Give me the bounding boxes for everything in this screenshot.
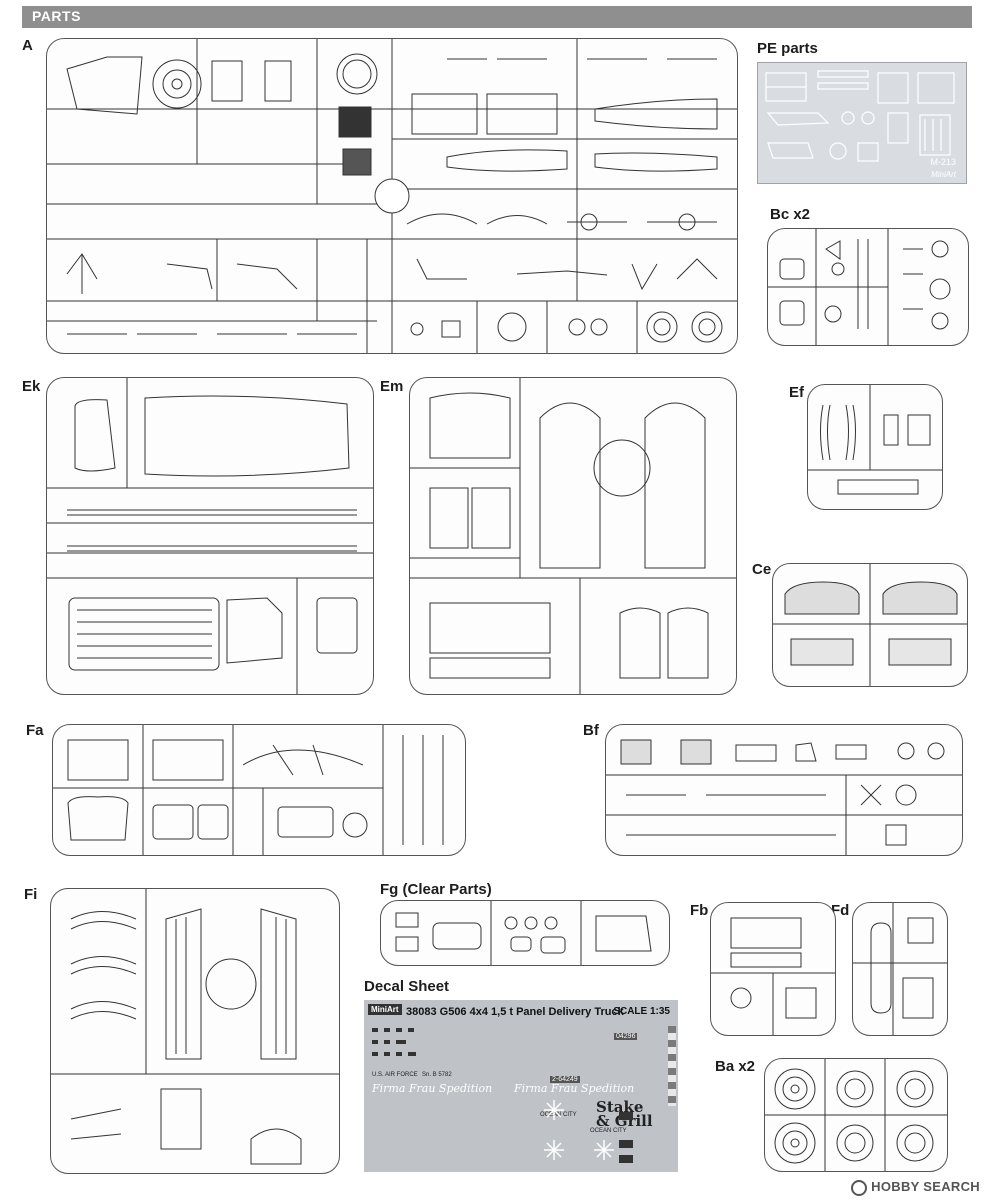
sprue-ef-drawing bbox=[808, 385, 942, 495]
decal-serial: Sn. B 5782 bbox=[422, 1072, 452, 1078]
sprue-fb-drawing bbox=[711, 917, 835, 1035]
label-sprue-fi: Fi bbox=[24, 886, 38, 903]
decal-ocean-city-2: OCEAN CITY bbox=[590, 1128, 627, 1134]
decal-sheet: MiniArt 38083 G506 4x4 1,5 t Panel Deliv… bbox=[364, 1000, 678, 1172]
label-sprue-em: Em bbox=[380, 378, 404, 395]
pe-fret-drawing bbox=[765, 70, 955, 162]
label-sprue-ba: Ba x2 bbox=[715, 1058, 756, 1075]
sprue-bf-drawing bbox=[606, 739, 962, 855]
decal-script-1: Firma Frau Spedition bbox=[372, 1082, 493, 1095]
sprue-bf-frame bbox=[605, 724, 963, 856]
sprue-em-drawing bbox=[410, 378, 736, 694]
sprue-bc-drawing bbox=[768, 229, 951, 345]
sprue-a-frame bbox=[46, 38, 738, 354]
sprue-ce-frame bbox=[772, 563, 968, 687]
decal-plate-2: 04296 bbox=[614, 1033, 638, 1040]
sprue-fg-drawing bbox=[395, 901, 652, 965]
sprue-ef-frame bbox=[807, 384, 943, 510]
label-sprue-bf: Bf bbox=[583, 722, 599, 739]
decal-stake: Stake bbox=[596, 1098, 644, 1116]
sprue-fa-frame bbox=[52, 724, 466, 856]
decal-title: 38083 G506 4x4 1,5 t Panel Delivery Truc… bbox=[406, 1006, 624, 1018]
sprue-ba-frame bbox=[764, 1058, 948, 1172]
parts-header-title: PARTS bbox=[32, 8, 81, 24]
sprue-ba-drawing bbox=[765, 1059, 947, 1171]
decal-script-2: Firma Frau Spedition bbox=[514, 1082, 635, 1095]
sprue-fa-drawing bbox=[53, 725, 444, 855]
label-decal-sheet: Decal Sheet bbox=[364, 978, 450, 995]
label-sprue-fa: Fa bbox=[26, 722, 44, 739]
label-sprue-ef: Ef bbox=[789, 384, 804, 401]
sprue-fd-frame bbox=[852, 902, 948, 1036]
decal-usaf: U.S. AIR FORCE bbox=[372, 1072, 418, 1078]
decal-grill: & Grill bbox=[596, 1112, 653, 1130]
sprue-em-frame bbox=[409, 377, 737, 695]
pe-brand: MiniArt bbox=[931, 170, 956, 179]
pe-fret: M-213 MiniArt bbox=[757, 62, 967, 184]
decal-color-ruler bbox=[668, 1026, 676, 1106]
label-sprue-fb: Fb bbox=[690, 902, 709, 919]
sprue-fg-frame bbox=[380, 900, 670, 966]
parts-header: PARTS bbox=[22, 6, 972, 28]
hobby-search-logo-icon bbox=[851, 1180, 868, 1196]
sprue-fb-frame bbox=[710, 902, 836, 1036]
sprue-ek-frame bbox=[46, 377, 374, 695]
sprue-fd-drawing bbox=[853, 903, 947, 1035]
pe-code: M-213 bbox=[930, 157, 956, 167]
label-sprue-a: A bbox=[22, 37, 33, 54]
watermark-text: HOBBY SEARCH bbox=[871, 1179, 980, 1195]
decal-brand: MiniArt bbox=[368, 1004, 402, 1015]
decal-emblems bbox=[372, 1028, 633, 1163]
decal-stake-grill: Stake & Grill bbox=[596, 1098, 653, 1130]
label-sprue-ek: Ek bbox=[22, 378, 41, 395]
sprue-ce-drawing bbox=[773, 564, 967, 686]
label-sprue-ce: Ce bbox=[752, 561, 772, 578]
label-sprue-fg: Fg (Clear Parts) bbox=[380, 881, 492, 898]
decal-scale: SCALE 1:35 bbox=[613, 1006, 670, 1017]
label-pe-parts: PE parts bbox=[757, 40, 818, 57]
sprue-fi-drawing bbox=[51, 889, 339, 1165]
watermark: HOBBY SEARCH bbox=[851, 1179, 980, 1196]
sprue-ek-drawing bbox=[47, 378, 373, 694]
label-sprue-fd: Fd bbox=[831, 902, 850, 919]
sprue-a-drawing bbox=[47, 39, 737, 353]
decal-plate: 2-64249 bbox=[550, 1076, 580, 1083]
label-sprue-bc: Bc x2 bbox=[770, 206, 811, 223]
sprue-bc-frame bbox=[767, 228, 969, 346]
sprue-fi-frame bbox=[50, 888, 340, 1174]
